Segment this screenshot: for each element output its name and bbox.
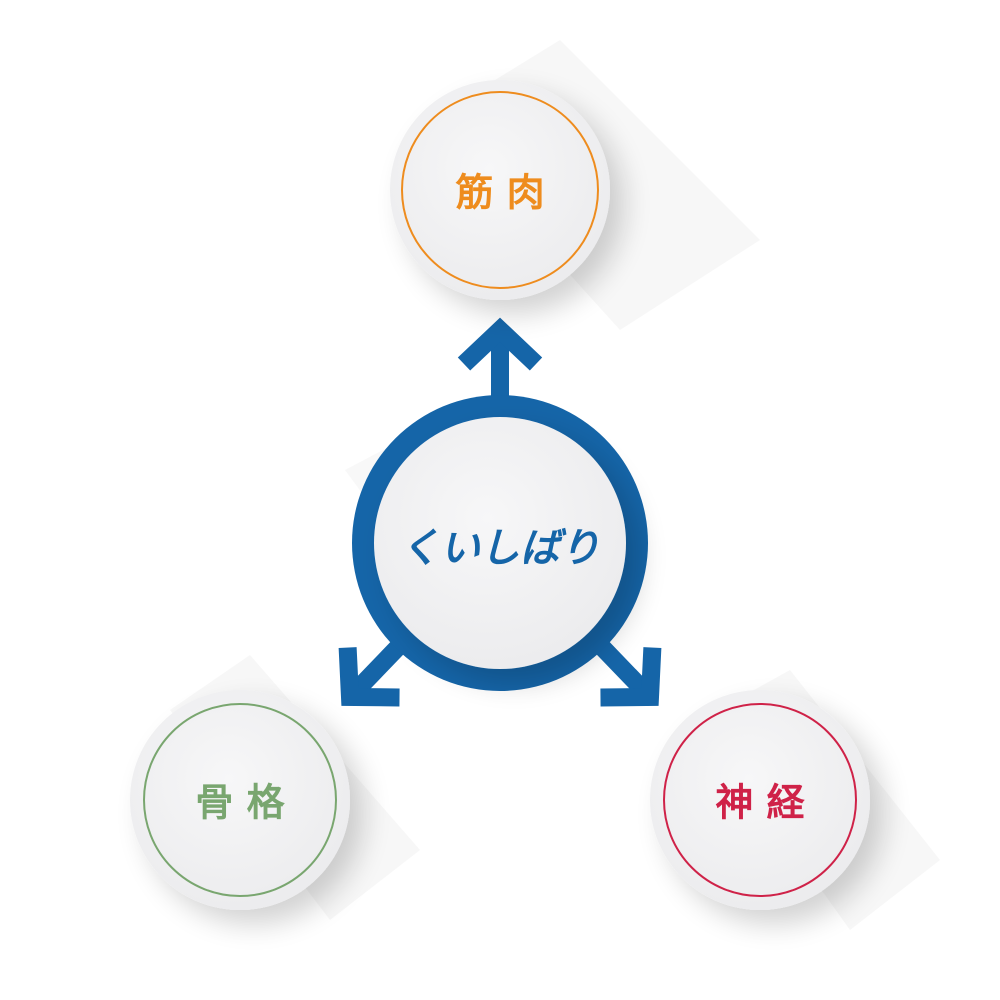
node-nerve: 神 経: [650, 690, 870, 910]
arrow-to-skeleton-head: [338, 647, 400, 707]
node-skeleton-label: 骨 格: [195, 780, 285, 825]
node-nerve-disc: [650, 690, 870, 910]
center-disc: [374, 417, 626, 669]
node-skeleton-disc: [130, 690, 350, 910]
node-muscle-disc: [390, 80, 610, 300]
node-muscle: 筋 肉: [390, 80, 610, 300]
arrow-to-muscle: [457, 317, 543, 400]
center-label: くいしばり: [400, 525, 600, 572]
arrow-to-nerve: [593, 638, 662, 707]
arrow-group: [338, 317, 662, 707]
node-muscle-label: 筋 肉: [455, 170, 544, 215]
node-nerve-label: 神 経: [715, 780, 805, 825]
center-node: くいしばり: [352, 395, 648, 691]
arrow-to-nerve-head: [600, 647, 662, 707]
arrow-to-muscle-head: [457, 317, 543, 371]
node-muscle-ring: [401, 91, 599, 289]
node-skeleton: 骨 格: [130, 690, 350, 910]
node-nerve-ring: [663, 703, 857, 897]
arrow-to-skeleton: [338, 638, 407, 707]
node-skeleton-ring: [143, 703, 337, 897]
